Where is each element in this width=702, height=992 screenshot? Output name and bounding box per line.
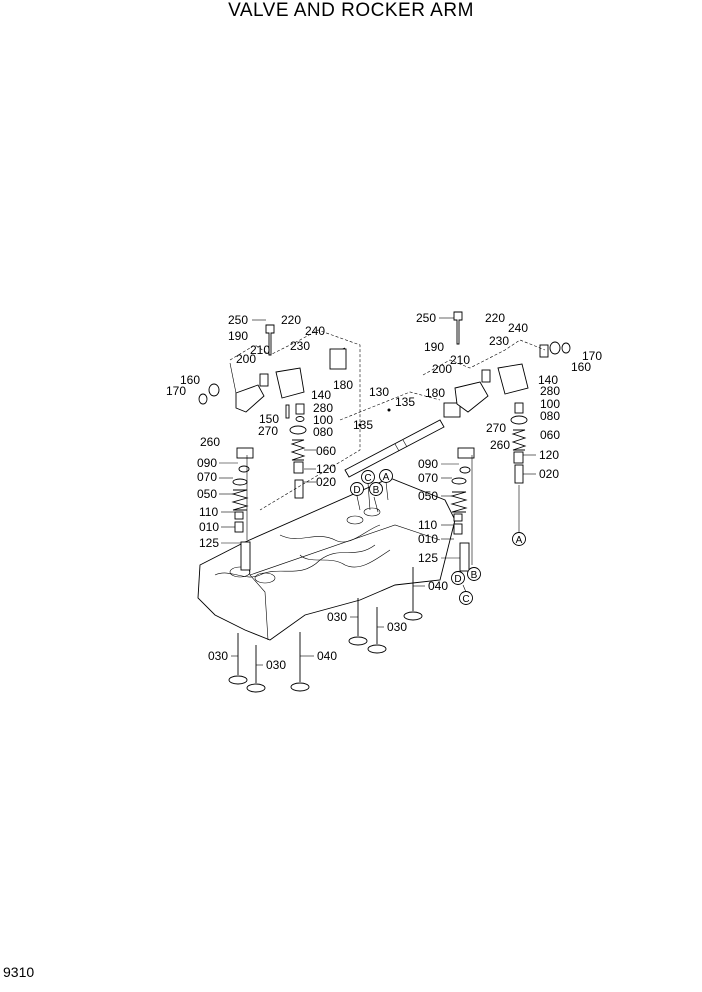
callout-leaders [219,317,536,666]
page-number: 9310 [3,964,35,980]
callout-050-right: 050 [418,489,438,503]
ref-circle-c-top: C [364,473,371,484]
page-title: VALVE AND ROCKER ARM [228,0,474,21]
callout-060-right: 060 [540,428,560,442]
callout-260-left: 260 [200,435,220,449]
callout-100-right: 100 [540,397,560,411]
reference-leaders [356,481,520,593]
callout-190-right: 190 [424,340,444,354]
ref-circle-c-bottom: C [462,594,469,605]
callout-030-mid-left: 030 [327,610,347,624]
callout-270-right: 270 [486,421,506,435]
callout-210-left: 210 [250,343,270,357]
callout-140-left: 140 [311,388,331,402]
right-rocker-arm [422,311,571,484]
callout-060-left: 060 [316,444,336,458]
callout-110-left: 110 [199,505,218,519]
callout-050-left: 050 [197,487,217,501]
callout-210-right: 210 [450,353,470,367]
callout-020-left: 020 [316,475,336,489]
callout-120-left: 120 [316,462,336,476]
callout-070-left: 070 [197,470,217,484]
callout-230-right: 230 [489,334,509,348]
callout-280-left: 280 [313,401,333,415]
callout-110-right: 110 [418,518,437,532]
callout-150-left: 150 [259,412,279,426]
left-valve-stack [231,447,254,571]
callout-280-right: 280 [540,384,560,398]
callout-010-right: 010 [418,532,438,546]
callout-190-left: 190 [228,329,248,343]
callout-020-right: 020 [539,467,559,481]
callout-160-right: 160 [571,360,591,374]
rocker-shaft [339,391,461,478]
callout-140-right: 140 [538,373,558,387]
callout-200-left: 200 [236,352,256,366]
callout-250-left: 250 [228,313,248,327]
callout-250-right: 250 [416,311,436,325]
cylinder-head [197,477,456,641]
callout-090-right: 090 [418,457,438,471]
callout-070-right: 070 [418,471,438,485]
callout-220-right: 220 [485,311,505,325]
callout-030-lower-left: 030 [208,649,228,663]
callout-270-left: 270 [258,424,278,438]
callout-220-left: 220 [281,313,301,327]
ref-circle-d-bottom: D [454,574,461,585]
callout-200-right: 200 [432,362,452,376]
callout-100-left: 100 [313,413,333,427]
ref-circle-b-top: B [373,485,380,496]
callout-180-left: 180 [333,378,353,392]
callout-160-left: 160 [180,373,200,387]
callout-135-lower: 135 [353,418,373,432]
callout-010-left: 010 [199,520,219,534]
callout-170-left: 170 [166,384,186,398]
callout-090-left: 090 [197,456,217,470]
callout-230-left: 230 [290,339,310,353]
callout-030-mid-right: 030 [387,620,407,634]
callout-240-right: 240 [508,321,528,335]
callout-080-left: 080 [313,425,333,439]
callout-180-right: 180 [425,386,445,400]
callout-030-lower-right: 030 [266,658,286,672]
callout-040-upper: 040 [428,579,448,593]
reference-circles: A B C D A D B C [350,469,526,605]
callout-135-upper: 135 [395,395,415,409]
callout-080-right: 080 [540,409,560,423]
callout-125-right: 125 [418,551,438,565]
ref-circle-d-top: D [353,485,360,496]
callout-240-left: 240 [305,324,325,338]
callout-260-right: 260 [490,438,510,452]
callout-130: 130 [369,385,389,399]
callout-040-lower: 040 [317,649,337,663]
ref-circle-a-right: A [516,535,523,546]
right-valve-stack [450,447,475,572]
left-rocker-arm [198,324,361,511]
callout-170-right: 170 [582,349,602,363]
ref-circle-b-bottom: B [471,570,478,581]
callout-labels: 250 220 240 190 210 230 200 180 160 170 … [166,311,602,672]
valves [228,567,423,693]
callout-120-right: 120 [539,448,559,462]
ref-circle-a-top: A [383,472,390,483]
callout-125-left: 125 [199,536,219,550]
